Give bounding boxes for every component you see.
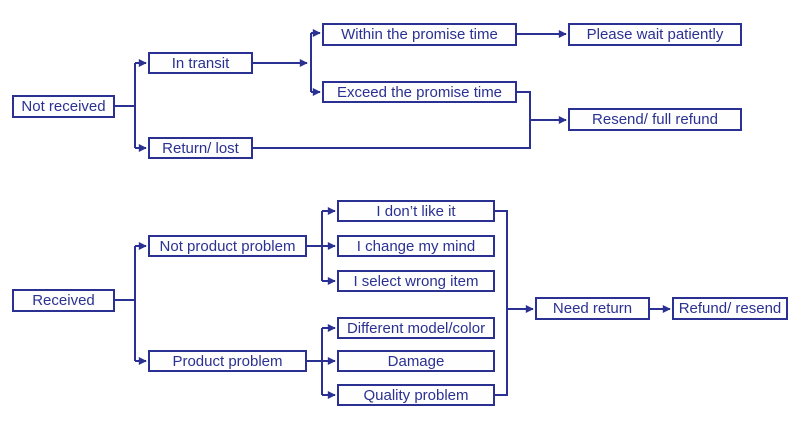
node-quality-problem: Quality problem (337, 384, 495, 406)
node-return-lost: Return/ lost (148, 137, 253, 159)
node-in-transit: In transit (148, 52, 253, 74)
node-damage: Damage (337, 350, 495, 372)
edge-received-branch (115, 246, 136, 361)
node-refund-resend: Refund/ resend (672, 297, 788, 320)
node-please-wait-patiently: Please wait patiently (568, 23, 742, 46)
node-i-dont-like-it: I don’t like it (337, 200, 495, 222)
node-i-select-wrong-item: I select wrong item (337, 270, 495, 292)
node-not-product-problem: Not product problem (148, 235, 307, 257)
node-exceed-promise-time: Exceed the promise time (322, 81, 517, 103)
edge-reasons-bus (495, 210, 508, 396)
node-i-change-my-mind: I change my mind (337, 235, 495, 257)
node-not-received: Not received (12, 95, 115, 118)
edge-not-received-branch (115, 63, 136, 148)
edge-group (115, 29, 671, 399)
node-product-problem: Product problem (148, 350, 307, 372)
node-resend-full-refund: Resend/ full refund (568, 108, 742, 131)
node-within-promise-time: Within the promise time (322, 23, 517, 46)
node-need-return: Need return (535, 297, 650, 320)
node-different-model-color: Different model/color (337, 317, 495, 339)
node-received: Received (12, 289, 115, 312)
